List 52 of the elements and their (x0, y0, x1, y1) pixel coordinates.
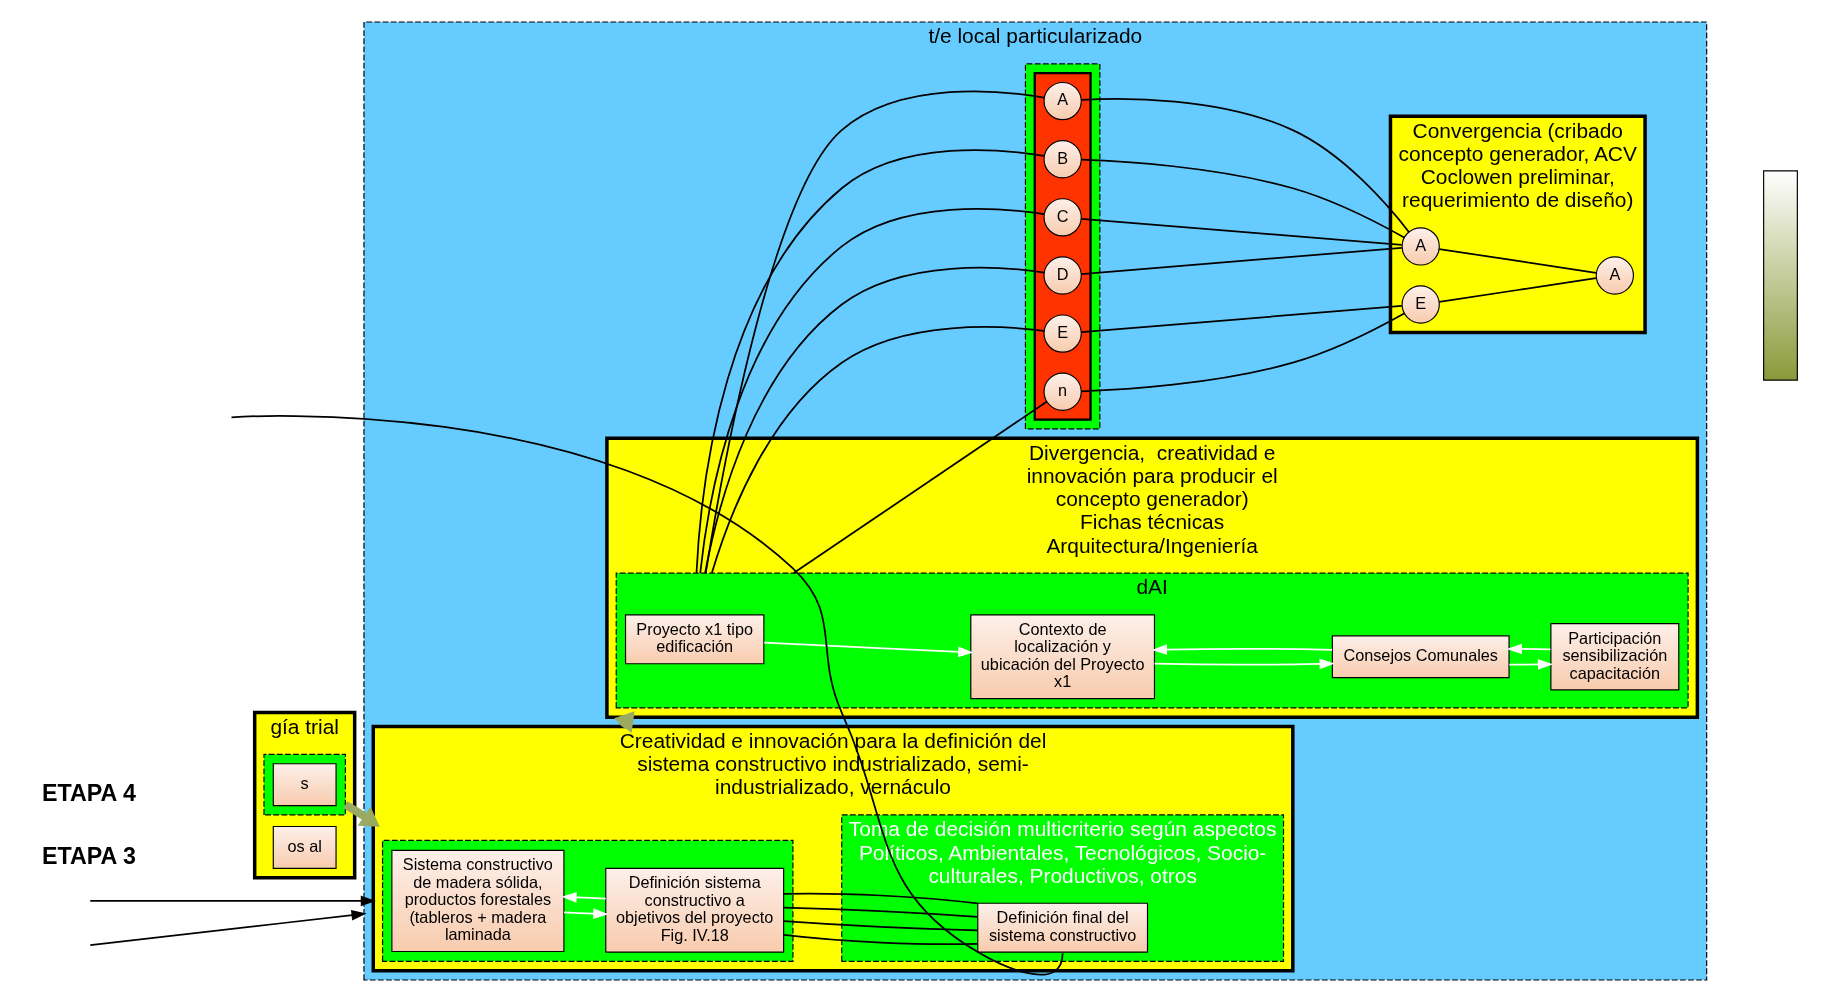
arrow (1151, 644, 1333, 655)
node-circle: n (1042, 372, 1082, 411)
connector (1437, 277, 1597, 303)
node-box: Definición final del sistema constructivo (976, 902, 1148, 953)
connector (1080, 305, 1403, 334)
label: ETAPA 4 (41, 779, 136, 806)
arrow (342, 801, 380, 827)
connector (792, 400, 1048, 574)
arrow (613, 711, 635, 734)
connector (230, 415, 1063, 976)
connector (1080, 247, 1403, 275)
arrow (1508, 659, 1553, 670)
node-circle: A (1595, 256, 1634, 295)
node-box: Contexto de localización y ubicación del Proyecto x1 (969, 614, 1155, 700)
node-box: Sistema constructivo de madera sólida, productos forestales (tableros + madera laminada (390, 849, 564, 953)
node-box: s (272, 763, 337, 807)
node-box: Proyecto x1 tipo edificación (624, 614, 764, 665)
node-circle: B (1042, 140, 1082, 179)
arrow (762, 641, 973, 658)
arrow (88, 909, 367, 946)
connector (1437, 248, 1597, 274)
connector (710, 326, 1045, 574)
arrow (88, 895, 376, 907)
cluster (1024, 63, 1100, 430)
node-box: Consejos Comunales (1331, 635, 1510, 679)
arrow (561, 892, 607, 903)
connector (1080, 217, 1403, 246)
cluster (381, 839, 794, 962)
node-box: os al (272, 825, 337, 869)
node-circle: E (1401, 285, 1440, 324)
node-circle: C (1042, 198, 1082, 237)
connector (1080, 312, 1405, 393)
cluster (262, 753, 346, 816)
arrow (1153, 658, 1335, 670)
connector (782, 920, 979, 932)
connector (782, 892, 979, 905)
node-box: Participación sensibilización capacitación (1549, 623, 1679, 691)
node-circle: A (1042, 81, 1082, 121)
node-circle: E (1042, 314, 1082, 353)
node-circle: D (1042, 256, 1082, 295)
connector (703, 267, 1045, 574)
connector (782, 934, 979, 946)
arrow (1506, 643, 1551, 655)
node-box: Definición sistema constructivo a objetivos del proyecto Fig. IV.18 (604, 867, 784, 953)
cluster (1033, 72, 1092, 421)
label: ETAPA 3 (41, 842, 136, 869)
arrow (562, 908, 608, 919)
connector (1080, 158, 1405, 239)
connector (1080, 98, 1410, 233)
connector (782, 906, 979, 918)
node-circle: A (1401, 227, 1440, 266)
node-bar (1762, 170, 1798, 381)
